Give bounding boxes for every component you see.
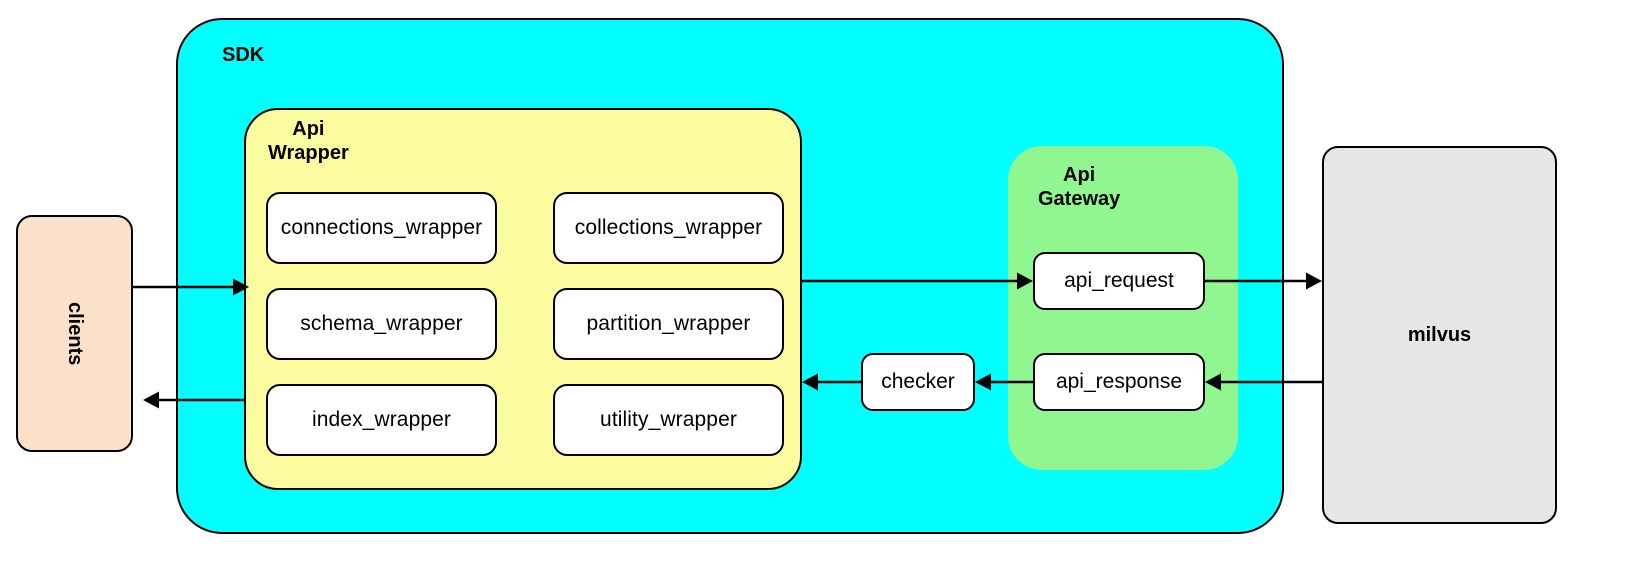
node-milvus-label: milvus: [1407, 323, 1472, 346]
module-partition-wrapper[interactable]: partition_wrapper: [553, 288, 784, 360]
module-label: connections_wrapper: [280, 216, 483, 239]
node-checker-label: checker: [881, 370, 955, 393]
container-sdk-label: SDK: [222, 44, 265, 66]
node-clients-label: clients: [64, 301, 86, 366]
module-label: utility_wrapper: [600, 408, 737, 431]
module-collections-wrapper[interactable]: collections_wrapper: [553, 192, 784, 264]
module-utility-wrapper[interactable]: utility_wrapper: [553, 384, 784, 456]
node-api-request[interactable]: api_request: [1033, 252, 1205, 310]
node-clients[interactable]: clients: [16, 215, 133, 452]
node-api-response-label: api_response: [1055, 370, 1183, 393]
node-api-request-label: api_request: [1064, 269, 1174, 292]
module-label: collections_wrapper: [574, 216, 763, 239]
node-milvus[interactable]: milvus: [1322, 146, 1557, 524]
node-checker[interactable]: checker: [861, 353, 975, 411]
module-label: partition_wrapper: [586, 312, 751, 335]
module-label: schema_wrapper: [300, 312, 463, 335]
container-api-gateway-label: Api Gateway: [1038, 164, 1121, 210]
container-api-wrapper-label: Api Wrapper: [268, 118, 349, 164]
module-index-wrapper[interactable]: index_wrapper: [266, 384, 497, 456]
module-label: index_wrapper: [311, 408, 452, 431]
module-connections-wrapper[interactable]: connections_wrapper: [266, 192, 497, 264]
node-api-response[interactable]: api_response: [1033, 353, 1205, 411]
module-schema-wrapper[interactable]: schema_wrapper: [266, 288, 497, 360]
